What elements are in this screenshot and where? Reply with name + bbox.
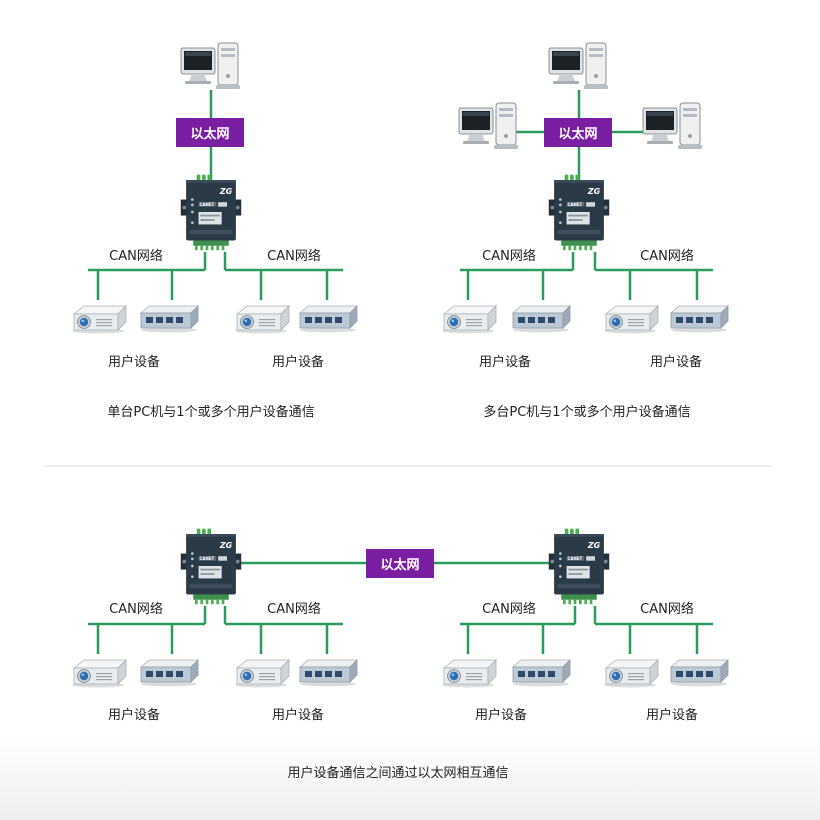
caption-bottom: 用户设备通信之间通过以太网相互通信 bbox=[287, 765, 508, 781]
desktop-pc-icon bbox=[642, 102, 702, 150]
can-gateway-icon bbox=[548, 528, 610, 605]
ethernet-label: 以太网 bbox=[558, 126, 597, 142]
can-network-label: CAN网络 bbox=[109, 601, 163, 617]
projector-icon bbox=[71, 659, 127, 688]
projector-icon bbox=[441, 305, 497, 334]
projector-icon bbox=[71, 305, 127, 334]
ethernet-label-top-left: 以太网 bbox=[176, 118, 244, 147]
ethernet-label-top-right: 以太网 bbox=[544, 118, 612, 147]
desktop-pc-icon bbox=[548, 42, 608, 90]
ethernet-label: 以太网 bbox=[380, 557, 419, 573]
desktop-pc-icon bbox=[458, 102, 518, 150]
projector-icon bbox=[603, 659, 659, 688]
user-device-label: 用户设备 bbox=[108, 354, 160, 370]
switch-hub-icon bbox=[670, 659, 729, 687]
projector-icon bbox=[234, 305, 290, 334]
user-device-label: 用户设备 bbox=[650, 354, 702, 370]
switch-hub-icon bbox=[512, 305, 571, 333]
switch-hub-icon bbox=[140, 659, 199, 687]
switch-hub-icon bbox=[299, 659, 358, 687]
desktop-pc-icon bbox=[180, 42, 240, 90]
caption-top-left: 单台PC机与1个或多个用户设备通信 bbox=[107, 404, 314, 420]
can-network-label: CAN网络 bbox=[482, 248, 536, 264]
can-network-label: CAN网络 bbox=[267, 601, 321, 617]
can-network-label: CAN网络 bbox=[640, 248, 694, 264]
user-device-label: 用户设备 bbox=[479, 354, 531, 370]
user-device-label: 用户设备 bbox=[272, 707, 324, 723]
ethernet-label: 以太网 bbox=[190, 126, 229, 142]
can-gateway-icon bbox=[180, 528, 242, 605]
can-network-label: CAN网络 bbox=[640, 601, 694, 617]
user-device-label: 用户设备 bbox=[108, 707, 160, 723]
ethernet-label-bottom: 以太网 bbox=[366, 549, 434, 578]
switch-hub-icon bbox=[512, 659, 571, 687]
user-device-label: 用户设备 bbox=[475, 707, 527, 723]
switch-hub-icon bbox=[299, 305, 358, 333]
caption-top-right: 多台PC机与1个或多个用户设备通信 bbox=[483, 404, 690, 420]
user-device-label: 用户设备 bbox=[272, 354, 324, 370]
can-gateway-icon bbox=[548, 174, 610, 251]
switch-hub-icon bbox=[670, 305, 729, 333]
can-network-label: CAN网络 bbox=[482, 601, 536, 617]
switch-hub-icon bbox=[140, 305, 199, 333]
projector-icon bbox=[603, 305, 659, 334]
can-gateway-icon bbox=[180, 174, 242, 251]
projector-icon bbox=[441, 659, 497, 688]
bottom-shade bbox=[0, 735, 820, 820]
can-network-label: CAN网络 bbox=[109, 248, 163, 264]
can-network-label: CAN网络 bbox=[267, 248, 321, 264]
user-device-label: 用户设备 bbox=[646, 707, 698, 723]
projector-icon bbox=[234, 659, 290, 688]
